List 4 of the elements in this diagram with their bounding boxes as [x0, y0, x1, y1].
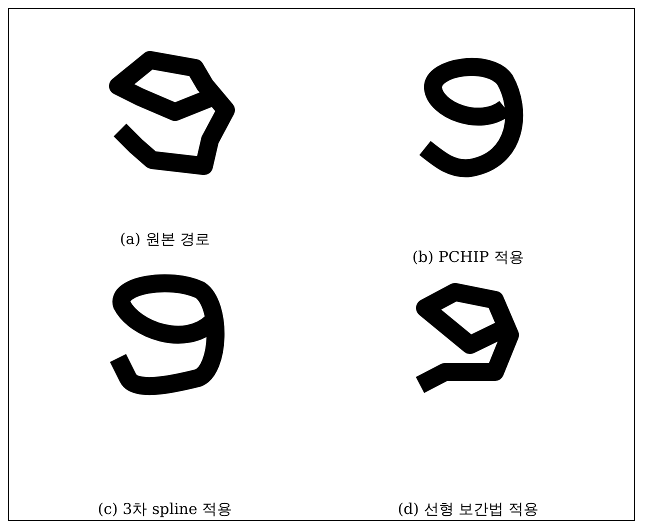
caption: (c) 3차 spline 적용	[98, 500, 232, 519]
caption: (a) 원본 경로	[120, 230, 210, 249]
caption: (b) PCHIP 적용	[412, 248, 524, 267]
caption: (d) 선형 보간법 적용	[398, 500, 538, 519]
